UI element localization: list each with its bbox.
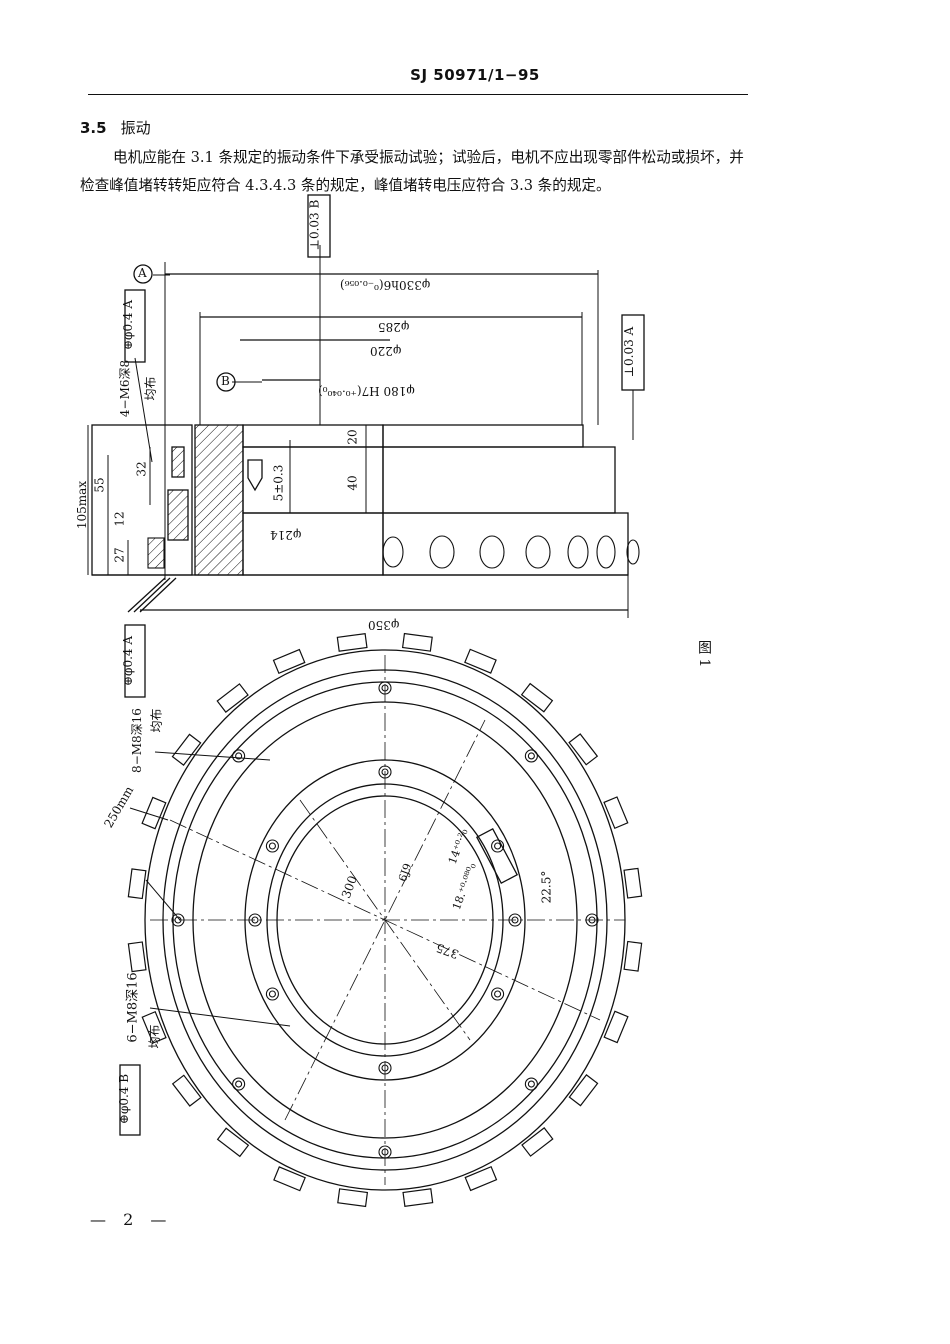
bolt-hole xyxy=(381,768,389,776)
stator-tooth xyxy=(141,1010,167,1044)
stator-tooth xyxy=(402,1188,434,1208)
dim-32: 32 xyxy=(134,461,149,477)
dim-180: φ180 H7(⁺⁰·⁰⁴⁰₀) xyxy=(318,384,415,398)
stator-tooth xyxy=(127,868,147,900)
bolt-hole xyxy=(248,913,262,927)
datum-a-label: A xyxy=(138,266,147,280)
dim-214: φ214 xyxy=(270,528,302,542)
bolt-hole xyxy=(508,913,522,927)
dim-55: 55 xyxy=(92,477,107,493)
dim-220: φ220 xyxy=(370,344,402,358)
bolt-hole xyxy=(235,1080,243,1088)
section-heading: 3.5 振动 xyxy=(80,117,151,138)
bolt-hole xyxy=(378,765,392,779)
bolt-hole xyxy=(491,987,505,1001)
stator-tooth xyxy=(336,632,368,652)
stator-tooth xyxy=(623,867,643,899)
section-paragraph: 电机应能在 3.1 条规定的振动条件下承受振动试验；试验后，电机不应出现零部件松… xyxy=(80,144,750,200)
stator-tooth xyxy=(401,632,433,652)
dim-330: φ330h6(⁰₋₀.₀₅₆) xyxy=(340,278,431,292)
section-title: 振动 xyxy=(120,119,151,137)
stator-tooth xyxy=(568,1074,599,1107)
tolerance-pos-a: ⊕φ0.4 A xyxy=(121,299,136,351)
stator-tooth xyxy=(603,1010,629,1044)
dim-350: φ350 xyxy=(368,618,400,632)
stator-tooth xyxy=(216,1127,250,1158)
section-body: 电机应能在 3.1 条规定的振动条件下承受振动试验；试验后，电机不应出现零部件松… xyxy=(80,149,744,194)
stator-tooth xyxy=(603,796,629,830)
bolt-hole xyxy=(524,1077,538,1091)
document-number-header: SJ 50971/1−95 xyxy=(410,66,540,84)
plan-view xyxy=(127,632,643,1208)
bolt-hole xyxy=(232,749,246,763)
tolerance-perp-right: ⊥0.03 A xyxy=(622,326,637,378)
stator-tooth xyxy=(521,1127,554,1157)
stator-tooth xyxy=(623,940,643,972)
bolt-hole xyxy=(268,842,276,850)
stator-tooth xyxy=(520,682,554,713)
hole-spec-top: 8−M8深16 xyxy=(129,708,144,773)
dim-105: 105max xyxy=(75,480,90,530)
stator-tooth xyxy=(568,733,599,766)
bolt-hole xyxy=(527,752,535,760)
stator-tooth xyxy=(337,1188,369,1208)
stator-tooth xyxy=(216,683,249,713)
page-number: — 2 — xyxy=(90,1210,173,1229)
tolerance-perp-top: ⊥0.03 B xyxy=(307,199,322,251)
bolt-hole xyxy=(588,916,596,924)
stator-tooth xyxy=(272,648,306,675)
bolt-hole xyxy=(511,916,519,924)
dim-27: 27 xyxy=(112,547,127,563)
bolt-hole xyxy=(378,681,392,695)
tolerance-pos-b: ⊕φ0.4 B xyxy=(117,1073,132,1125)
stator-tooth xyxy=(273,1166,306,1192)
bolt-hole xyxy=(171,913,185,927)
dim-12: 12 xyxy=(112,511,127,527)
bolt-hole xyxy=(378,1145,392,1159)
bolt-hole xyxy=(527,1080,535,1088)
bolt-hole xyxy=(265,987,279,1001)
stator-tooth xyxy=(171,1074,202,1107)
tolerance-pos-a-2: ⊕φ0.4 A xyxy=(121,635,136,687)
distributed-bottom: 均布 xyxy=(147,1024,162,1049)
dim-22-5: 22.5° xyxy=(539,870,554,904)
bolt-hole xyxy=(494,842,502,850)
stator-tooth xyxy=(464,1165,498,1192)
bolt-hole xyxy=(524,749,538,763)
bolt-hole xyxy=(232,1077,246,1091)
stator-tooth xyxy=(127,941,147,973)
distributed-side: 均布 xyxy=(143,376,158,401)
dim-40: 40 xyxy=(345,475,360,491)
hole-spec-side: 4−M6深8 xyxy=(118,359,133,418)
bolt-hole xyxy=(378,1061,392,1075)
section-view xyxy=(87,245,640,618)
stator-tooth xyxy=(171,733,202,766)
hole-spec-bottom: 6−M8深16 xyxy=(125,972,141,1043)
bolt-hole xyxy=(381,684,389,692)
dim-285: φ285 xyxy=(378,320,410,334)
stator-tooth xyxy=(464,648,497,674)
bolt-hole xyxy=(491,839,505,853)
bolt-hole xyxy=(251,916,259,924)
dim-5: 5±0.3 xyxy=(271,464,286,502)
datum-b-label: B xyxy=(221,374,230,388)
dim-20: 20 xyxy=(345,429,360,445)
header-rule xyxy=(88,94,748,95)
bolt-hole xyxy=(381,1148,389,1156)
bolt-hole xyxy=(235,752,243,760)
section-number: 3.5 xyxy=(80,119,107,137)
bolt-hole xyxy=(268,990,276,998)
bolt-hole xyxy=(381,1064,389,1072)
distributed-top: 均布 xyxy=(149,708,164,733)
figure-caption: 图 1 xyxy=(696,640,712,668)
bolt-hole xyxy=(265,839,279,853)
stator-tooth xyxy=(141,796,167,830)
bolt-hole xyxy=(585,913,599,927)
bolt-hole xyxy=(494,990,502,998)
